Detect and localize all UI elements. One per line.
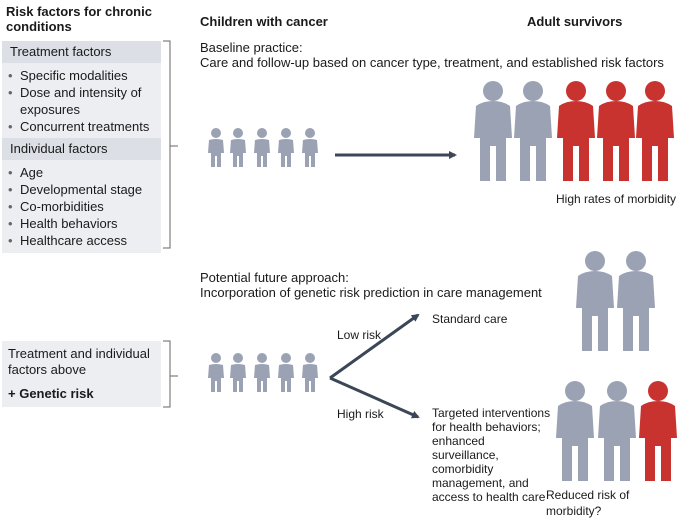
left-header: Risk factors for chronic conditions — [6, 4, 152, 34]
baseline-subtitle: Care and follow-up based on cancer type,… — [200, 55, 664, 70]
standard-care-label: Standard care — [432, 312, 508, 326]
treatment-item: •Concurrent treatments — [8, 119, 150, 134]
low-risk-label: Low risk — [337, 328, 382, 342]
future-title: Potential future approach: — [200, 270, 349, 285]
adults-header: Adult survivors — [527, 14, 623, 29]
treatment-item: •Dose and intensity of exposures — [8, 85, 142, 117]
individual-factors-box: Individual factors •Age •Developmental s… — [2, 138, 161, 253]
bracket-bottom — [163, 340, 178, 408]
children-group-top — [208, 128, 318, 167]
high-morbidity-label: High rates of morbidity — [556, 192, 677, 206]
genetic-risk-label: + Genetic risk — [8, 386, 94, 401]
adult-survivors-top — [474, 81, 674, 181]
individual-item: •Developmental stage — [8, 182, 143, 197]
high-risk-label: High risk — [337, 407, 384, 421]
low-risk-arrow — [329, 313, 420, 380]
individual-item: •Health behaviors — [8, 216, 118, 231]
individual-item: •Co-morbidities — [8, 199, 104, 214]
genetic-risk-box: Treatment and individual factors above +… — [2, 341, 161, 407]
baseline-title: Baseline practice: — [200, 40, 303, 55]
targeted-adults — [556, 381, 677, 481]
individual-item: •Healthcare access — [8, 233, 127, 248]
genetic-box-text: Treatment and individual factors above — [8, 346, 150, 377]
future-subtitle: Incorporation of genetic risk prediction… — [200, 285, 542, 300]
children-group-bottom — [208, 353, 318, 392]
standard-care-adults — [576, 251, 655, 351]
individual-factors-title: Individual factors — [2, 138, 161, 160]
high-risk-arrow — [329, 376, 420, 419]
treatment-item: •Specific modalities — [8, 68, 128, 83]
treatment-factors-box: Treatment factors •Specific modalities •… — [2, 41, 161, 138]
diagram-graphics — [163, 40, 677, 481]
children-header: Children with cancer — [200, 14, 328, 29]
treatment-factors-title: Treatment factors — [2, 41, 161, 63]
individual-item: •Age — [8, 165, 44, 180]
targeted-interventions-label: Targeted interventions for health behavi… — [432, 406, 551, 504]
bracket-top — [163, 40, 178, 249]
